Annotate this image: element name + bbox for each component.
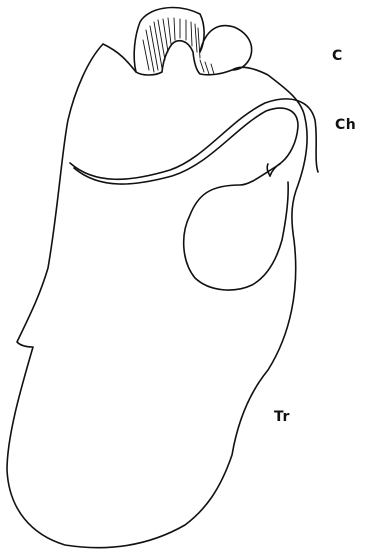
trunk-outline xyxy=(7,44,307,548)
label-ch: Ch xyxy=(335,117,356,133)
channel-outer-line xyxy=(70,99,318,179)
channel-inner-line xyxy=(74,108,298,184)
round-chamber xyxy=(184,164,289,290)
head-lobes xyxy=(134,8,251,75)
label-c: C xyxy=(332,48,343,64)
label-tr: Tr xyxy=(274,409,290,425)
